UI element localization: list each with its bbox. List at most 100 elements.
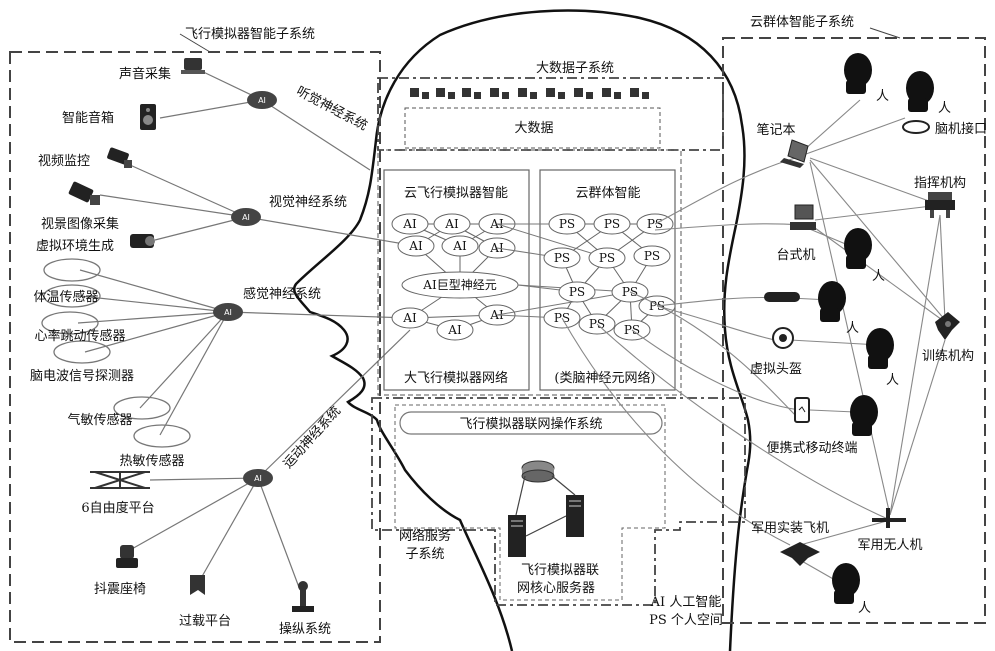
cloud-group-title: 云群体智能 (575, 186, 640, 201)
svg-text:PS: PS (554, 251, 570, 265)
group-subsystem-title: 云群体智能子系统 (750, 15, 854, 30)
vr-glasses-icon (764, 292, 800, 302)
eeg-label: 脑电波信号探测器 (30, 369, 134, 384)
heart-rate-sensor-icon (43, 284, 101, 308)
person-icon (844, 53, 872, 94)
vr-helmet-label: 虚拟头盔 (750, 361, 802, 377)
big-data-subsystem-title: 大数据子系统 (536, 61, 614, 76)
svg-text:PS: PS (559, 217, 575, 231)
svg-text:AI: AI (224, 308, 232, 317)
body-temp-sensor-icon (43, 258, 101, 282)
visual-nerve-label: 视觉神经系统 (269, 195, 347, 210)
big-data-inner-box (404, 107, 661, 149)
thermal-sensor-icon (133, 424, 191, 448)
svg-text:AI: AI (258, 96, 266, 105)
camera-icon (107, 147, 132, 168)
training-icon (935, 312, 960, 340)
fighter-jet-icon (780, 542, 820, 566)
bci-ring-icon (902, 120, 930, 134)
svg-text:AI: AI (489, 241, 504, 255)
vr-helmet-icon (772, 327, 794, 349)
ai-hub-sensory: AI (213, 303, 243, 321)
ai-ps-cross-links (496, 223, 631, 319)
svg-text:AI: AI (489, 217, 504, 231)
server-icon (566, 495, 584, 537)
voice-capture-label: 声音采集 (119, 66, 171, 82)
cloud-group-box (539, 169, 676, 391)
flight-network-label: 大飞行模拟器网络 (404, 370, 508, 386)
big-data-label: 大数据 (514, 121, 553, 136)
gas-sensor-label: 气敏传感器 (67, 412, 132, 428)
svg-text:PS: PS (604, 217, 620, 231)
command-label: 指挥机构 (914, 176, 966, 191)
six-dof-platform-icon (90, 471, 150, 489)
control-system-label: 操纵系统 (279, 621, 331, 637)
flight-subsystem-box (9, 51, 381, 643)
server-links (515, 475, 576, 537)
data-storage-icons (410, 88, 649, 99)
training-label: 训练机构 (922, 349, 974, 364)
person-icon (906, 71, 934, 112)
heart-rate-label: 心率跳动传感器 (34, 328, 125, 344)
server-icon (508, 515, 526, 557)
scene-capture-label: 视景图像采集 (41, 216, 119, 232)
six-dof-label: 6自由度平台 (81, 500, 154, 516)
router-icon (521, 460, 555, 483)
ps-node: PS (593, 213, 631, 235)
person-label: 人 (886, 373, 899, 388)
network-service-subsystem-box (371, 397, 746, 606)
desktop-icon (790, 204, 816, 230)
ai-hub-visual: AI (231, 208, 261, 226)
overload-platform-label: 过载平台 (179, 614, 231, 629)
extra-sensor-icon (113, 396, 171, 420)
laptop-label: 笔记本 (756, 122, 795, 138)
svg-text:AI: AI (489, 308, 504, 322)
person-label: 人 (858, 601, 871, 616)
person-icon (866, 328, 894, 369)
net-os-title: 飞行模拟器联网操作系统 (459, 416, 602, 432)
ai-node: AI (436, 319, 474, 341)
cloud-flight-title: 云飞行模拟器智能 (404, 186, 508, 201)
person-label: 人 (876, 89, 889, 104)
gas-sensor-icon (53, 340, 111, 364)
ps-node: PS (633, 245, 671, 267)
group-subsystem-box (722, 37, 986, 624)
video-monitor-label: 视频监控 (38, 154, 90, 169)
person-label: 人 (846, 321, 859, 336)
motor-nerve-label: 运动神经系统 (281, 404, 344, 472)
ps-node: PS (548, 213, 586, 235)
military-plane-label: 军用实装飞机 (751, 521, 829, 536)
core-server-box (394, 404, 666, 601)
sensory-nerve-label: 感觉神经系统 (243, 286, 321, 302)
microphone-icon (181, 58, 205, 74)
svg-text:AI: AI (452, 239, 467, 253)
ai-node: AI (441, 235, 479, 257)
person-icon (844, 228, 872, 269)
ps-node: PS (588, 247, 626, 269)
legend-ps: PS 个人空间 (649, 613, 723, 628)
brain-network-label: (类脑神经元网络) (554, 370, 655, 386)
network-service-label-2: 子系统 (405, 547, 444, 562)
person-icon (832, 563, 860, 604)
video-camera-icon (68, 181, 100, 205)
core-server-label-1: 飞行模拟器联 (521, 563, 599, 578)
ai-hub-motor: AI (243, 469, 273, 487)
person-icon (818, 281, 846, 322)
ps-node: PS (543, 247, 581, 269)
net-os-bar (399, 411, 663, 435)
thermal-sensor-label: 热敏传感器 (119, 453, 184, 469)
legend-ai: AI 人工智能 (650, 595, 722, 610)
bci-label: 脑机接口 (935, 121, 987, 137)
hearing-nerve-label: 听觉神经系统 (294, 84, 370, 134)
svg-text:AI: AI (408, 239, 423, 253)
ai-hub-hearing: AI (247, 91, 277, 109)
core-server-label-2: 网核心服务器 (517, 580, 595, 596)
person-label: 人 (872, 269, 885, 284)
central-dashed-area (377, 149, 682, 396)
ai-giant-neuron: AI巨型神经元 (401, 271, 519, 299)
svg-text:PS: PS (644, 249, 660, 263)
ps-node: PS (558, 281, 596, 303)
projector-icon (130, 234, 155, 248)
joystick-icon (292, 581, 314, 612)
